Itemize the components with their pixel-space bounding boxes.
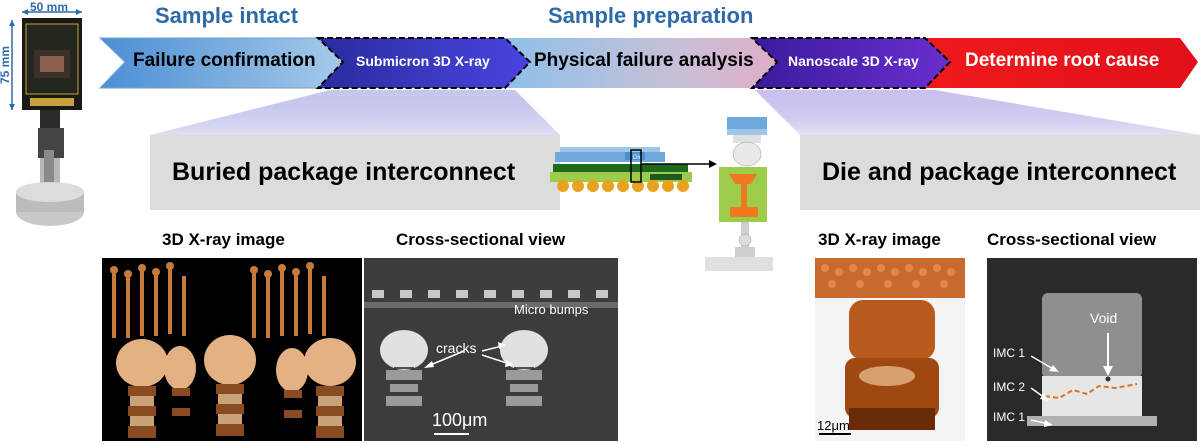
caption-left-cross: Cross-sectional view [396, 230, 566, 249]
xray-image-left [102, 258, 362, 441]
sample-width-label: 50 mm [30, 0, 69, 14]
label-cracks: cracks [436, 340, 477, 356]
label-imc1-top: IMC 1 [993, 346, 1026, 360]
chevron-submicron-xray [315, 37, 532, 89]
label-submicron-xray: Submicron 3D X-ray [356, 53, 490, 69]
cross-section-left: Micro bumps cracks 100μm [364, 258, 618, 441]
funnel-left [150, 90, 560, 135]
caption-right-xray: 3D X-ray image [818, 230, 941, 249]
scale-bar-left: 100μm [432, 410, 488, 430]
caption-right-cross: Cross-sectional view [987, 230, 1157, 249]
panel-left-titlebar [150, 135, 560, 210]
label-failure-confirmation: Failure confirmation [133, 50, 316, 71]
xray-image-right: 12μm [815, 258, 965, 441]
chevron-nanoscale-xray [749, 37, 952, 89]
label-determine-root-cause: Determine root cause [965, 50, 1160, 71]
cross-section-right: Void IMC 1 IMC 2 IMC 1 [987, 258, 1197, 441]
sample-photo: 50 mm 75 mm [0, 0, 95, 240]
header-sample-intact: Sample intact [155, 3, 299, 28]
label-void: Void [1090, 310, 1118, 326]
panel-right-titlebar [800, 135, 1200, 210]
header-sample-preparation: Sample preparation [548, 3, 754, 28]
label-micro-bumps: Micro bumps [514, 302, 589, 317]
chevron-determine-root-cause [915, 38, 1198, 88]
label-imc2: IMC 2 [993, 380, 1026, 394]
label-physical-failure-analysis: Physical failure analysis [534, 50, 754, 71]
panel-left-title: Buried package interconnect [172, 158, 516, 186]
panel-right-title: Die and package interconnect [822, 158, 1177, 186]
caption-left-xray: 3D X-ray image [162, 230, 285, 249]
label-imc1-bottom: IMC 1 [993, 410, 1026, 424]
label-nanoscale-xray: Nanoscale 3D X-ray [788, 53, 919, 69]
scale-bar-right: 12μm [817, 418, 850, 433]
funnel-right [755, 90, 1200, 135]
die-label: Die [633, 155, 643, 161]
package-schematic: Die [550, 117, 773, 271]
chevron-physical-failure-analysis [505, 38, 800, 88]
